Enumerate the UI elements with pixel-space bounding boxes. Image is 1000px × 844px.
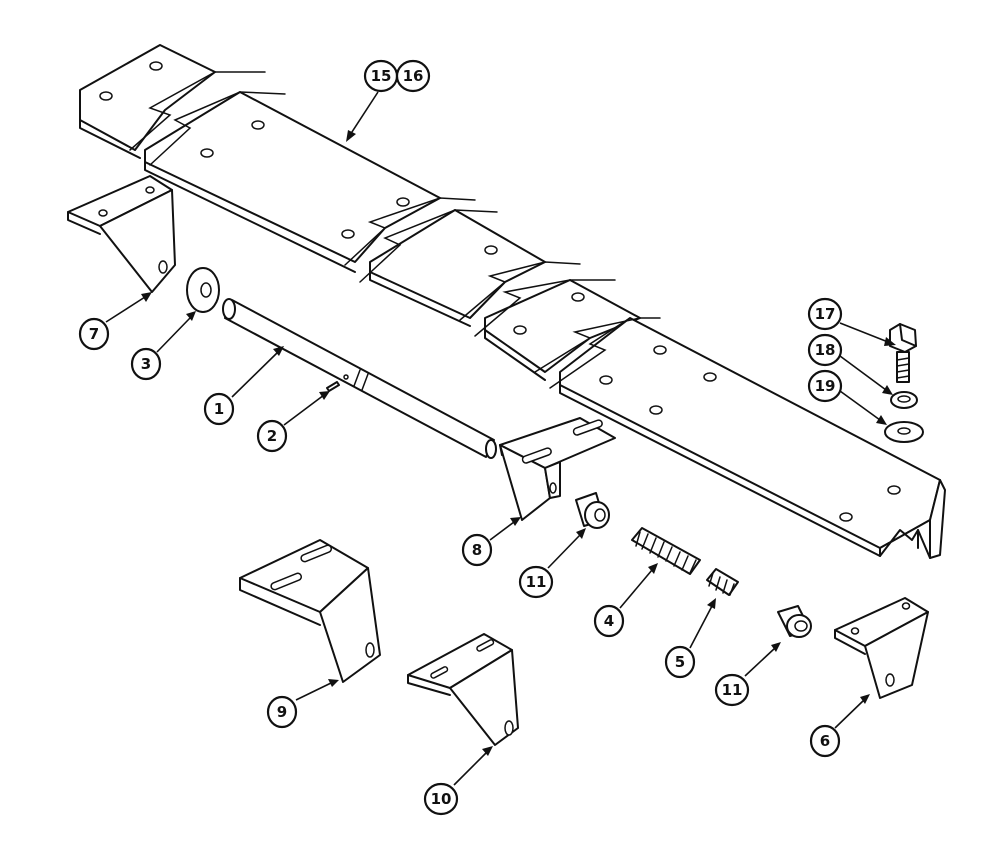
svg-text:10: 10 (431, 790, 452, 808)
spring-4 (631, 527, 701, 575)
svg-text:7: 7 (89, 325, 99, 343)
svg-text:19: 19 (815, 377, 836, 395)
svg-text:9: 9 (277, 703, 287, 721)
washer-3 (186, 267, 220, 313)
svg-text:15: 15 (371, 67, 392, 85)
svg-text:6: 6 (820, 732, 830, 750)
callout-8: 8 (461, 533, 493, 567)
svg-text:11: 11 (526, 573, 547, 591)
bracket-6 (834, 597, 929, 699)
svg-text:11: 11 (722, 681, 743, 699)
bolt-17 (889, 323, 917, 383)
callout-15: 15 (363, 59, 399, 93)
bracket-10 (407, 633, 519, 746)
callout-16: 16 (395, 59, 431, 93)
callout-7: 7 (78, 317, 110, 351)
spring-5 (706, 568, 739, 596)
callout-9: 9 (266, 695, 298, 729)
svg-text:16: 16 (403, 67, 424, 85)
svg-text:5: 5 (675, 653, 685, 671)
svg-text:8: 8 (472, 541, 482, 559)
callout-18: 18 (807, 333, 843, 367)
svg-text:3: 3 (141, 355, 151, 373)
bracket-9 (239, 539, 381, 683)
svg-text:4: 4 (604, 612, 614, 630)
flat-washer-19 (884, 421, 924, 443)
callout-2: 2 (256, 419, 288, 453)
callout-6: 6 (809, 724, 841, 758)
svg-text:18: 18 (815, 341, 836, 359)
callout-5: 5 (664, 645, 696, 679)
callout-11-lower: 11 (714, 673, 750, 707)
bushing-11-upper (575, 492, 610, 529)
svg-text:1: 1 (214, 400, 224, 418)
callout-4: 4 (593, 604, 625, 638)
callout-19: 19 (807, 369, 843, 403)
callout-1: 1 (203, 392, 235, 426)
shaft-1 (222, 298, 497, 459)
pin-2 (326, 381, 340, 392)
callout-10: 10 (423, 782, 459, 816)
bushing-11-lower (777, 605, 812, 638)
angle-beam (79, 44, 946, 559)
bracket-8 (499, 417, 616, 521)
callout-17: 17 (807, 297, 843, 331)
callout-11-upper: 11 (518, 565, 554, 599)
leader-arrows (105, 91, 896, 786)
callout-3: 3 (130, 347, 162, 381)
lock-washer-18 (890, 391, 918, 409)
svg-text:17: 17 (815, 305, 836, 323)
svg-text:2: 2 (267, 427, 277, 445)
bracket-7 (67, 175, 176, 293)
